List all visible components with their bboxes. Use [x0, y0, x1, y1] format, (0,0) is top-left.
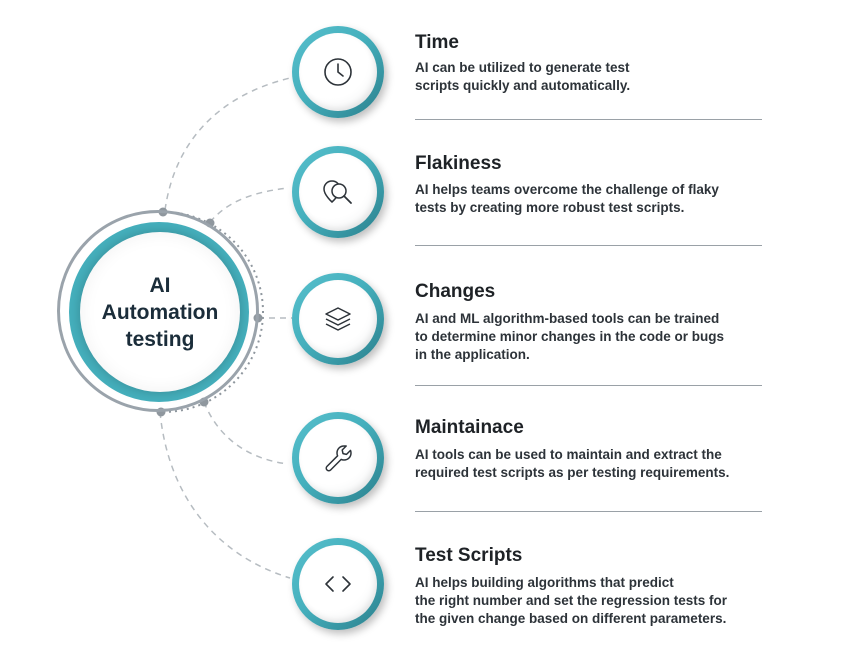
- changes-node: [292, 273, 384, 365]
- hub-center: AI Automation testing: [80, 232, 240, 392]
- divider-1: [415, 119, 762, 120]
- maintainace-description: AI tools can be used to maintain and ext…: [415, 446, 729, 482]
- hub-dotted-arc: [162, 211, 264, 413]
- hub-title-line-3: testing: [125, 327, 195, 351]
- test-scripts-node: [292, 538, 384, 630]
- divider-4: [415, 511, 762, 512]
- hub-title: AI Automation testing: [102, 272, 219, 353]
- maintainace-node: [292, 412, 384, 504]
- changes-face: [299, 280, 377, 358]
- time-description: AI can be utilized to generate test scri…: [415, 59, 630, 95]
- flakiness-desc-line-2: tests by creating more robust test scrip…: [415, 200, 685, 215]
- flakiness-desc-line-1: AI helps teams overcome the challenge of…: [415, 182, 719, 197]
- flakiness-title: Flakiness: [415, 153, 502, 174]
- flakiness-description: AI helps teams overcome the challenge of…: [415, 181, 719, 217]
- time-desc-line-2: scripts quickly and automatically.: [415, 78, 631, 93]
- time-desc-line-1: AI can be utilized to generate test: [415, 60, 630, 75]
- hub-outer-ring: [57, 210, 259, 412]
- changes-desc-line-3: in the application.: [415, 347, 530, 362]
- maintainace-title: Maintainace: [415, 417, 524, 438]
- hub-title-line-2: Automation: [101, 300, 219, 324]
- maintainace-desc-line-2: required test scripts as per testing req…: [415, 465, 730, 480]
- connector-test-scripts: [159, 411, 291, 579]
- divider-3: [415, 385, 762, 386]
- maintainace-face: [299, 419, 377, 497]
- maintainace-desc-line-1: AI tools can be used to maintain and ext…: [415, 447, 722, 462]
- test-scripts-description: AI helps building algorithms that predic…: [415, 574, 727, 628]
- search-location-icon: [323, 180, 352, 204]
- test-scripts-face: [299, 545, 377, 623]
- connector-time: [164, 77, 291, 211]
- test-scripts-title: Test Scripts: [415, 545, 523, 566]
- time-title: Time: [415, 32, 460, 53]
- layers-icon: [325, 307, 351, 331]
- time-node: [292, 26, 384, 118]
- code-icon: [325, 576, 351, 592]
- flakiness-node: [292, 146, 384, 238]
- changes-title: Changes: [415, 281, 496, 302]
- wrench-icon: [325, 445, 352, 472]
- changes-description: AI and ML algorithm-based tools can be t…: [415, 310, 724, 364]
- test-scripts-desc-line-1: AI helps building algorithms that predic…: [415, 575, 674, 590]
- hub-title-line-1: AI: [149, 273, 171, 297]
- divider-2: [415, 245, 762, 246]
- test-scripts-desc-line-2: the right number and set the regression …: [415, 593, 728, 608]
- changes-desc-line-2: to determine minor changes in the code o…: [415, 329, 725, 344]
- changes-desc-line-1: AI and ML algorithm-based tools can be t…: [415, 311, 720, 326]
- clock-icon: [324, 58, 352, 86]
- connector-flakiness: [209, 187, 289, 223]
- test-scripts-desc-line-3: the given change based on different para…: [415, 611, 727, 626]
- connector-maintainace: [203, 401, 289, 465]
